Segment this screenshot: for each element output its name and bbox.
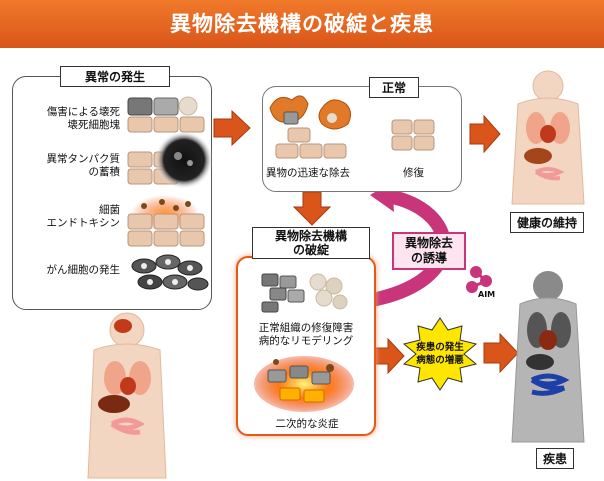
diseased-body-right-icon [511, 271, 585, 443]
induction-label-line: 異物除去 [404, 236, 453, 250]
breakdown-text-line: 病的なリモデリング [258, 335, 354, 347]
arrow-to-normal [213, 109, 251, 147]
abnormal-item-label-line: 傷害による壊死 [46, 106, 120, 118]
necrosis-cells-icon [127, 96, 205, 133]
arrow-to-disease-body [483, 332, 519, 374]
normal-repair-label: 修復 [403, 167, 424, 179]
abnormal-item-label-line: エンドトキシン [46, 217, 121, 229]
debris-accumulation-icon [261, 273, 348, 313]
disease-burst-star [402, 317, 478, 391]
repaired-tissue-icon [391, 119, 435, 151]
healthy-body-icon [511, 70, 585, 205]
health-label: 健康の維持 [510, 212, 585, 233]
induction-label: 異物除去 の誘導 [392, 232, 466, 270]
aim-molecule-icon [466, 266, 492, 293]
abnormal-item-bacteria-label: 細菌 エンドトキシン [22, 204, 121, 230]
abnormal-item-necrosis-label: 傷害による壊死 壊死細胞塊 [22, 106, 120, 132]
breakdown-tag-line: 異物除去機構 [274, 229, 347, 243]
cancer-cells-icon [131, 254, 209, 291]
breakdown-text2: 二次的な炎症 [275, 418, 339, 430]
diseased-body-left-icon [87, 312, 167, 479]
abnormal-item-label-line: 異常タンパク質 [46, 153, 121, 165]
breakdown-tag: 異物除去機構 の破綻 [252, 227, 370, 259]
page-title: 異物除去機構の破綻と疾患 [170, 12, 434, 36]
title-bar: 異物除去機構の破綻と疾患 [0, 0, 604, 50]
bacteria-icon [127, 195, 205, 247]
normal-removal-label: 異物の迅速な除去 [266, 167, 350, 179]
disease-burst-line: 病態の増悪 [416, 355, 464, 366]
breakdown-text-line: 正常組織の修復障害 [258, 322, 354, 334]
arrow-down-to-breakdown [292, 191, 332, 226]
protein-aggregate-icon [127, 131, 213, 189]
abnormal-item-cancer-label: がん細胞の発生 [22, 264, 121, 277]
abnormal-item-label-line: がん細胞の発生 [46, 264, 121, 276]
breakdown-text1: 正常組織の修復障害 病的なリモデリング [244, 322, 368, 348]
disease-burst-text: 疾患の発生 病態の増悪 [404, 341, 476, 367]
abnormal-item-label-line: 細菌 [99, 204, 120, 216]
abnormal-tag: 異常の発生 [60, 66, 170, 87]
breakdown-tag-line: の破綻 [292, 243, 329, 257]
disease-burst-line: 疾患の発生 [416, 342, 464, 353]
abnormal-item-label-line: 壊死細胞塊 [67, 119, 121, 131]
induction-label-line: の誘導 [410, 251, 447, 265]
normal-tag: 正常 [369, 77, 419, 98]
aim-label: AIM [478, 290, 496, 299]
arrow-to-health [469, 114, 501, 154]
disease-label: 疾患 [536, 448, 575, 469]
secondary-inflammation-icon [254, 356, 354, 412]
abnormal-item-protein-label: 異常タンパク質 の蓄積 [22, 153, 121, 179]
abnormal-item-label-line: の蓄積 [88, 166, 121, 178]
macrophage-engulf-icon [269, 95, 352, 159]
